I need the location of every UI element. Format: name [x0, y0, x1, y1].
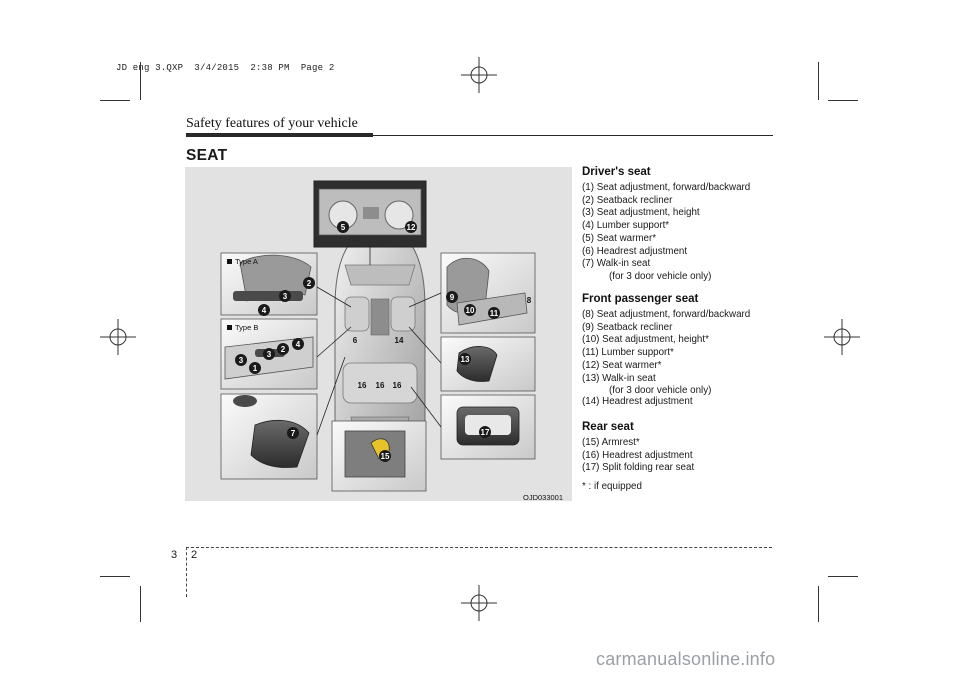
- rear-seat-section: Rear seat (15) Armrest* (16) Headrest ad…: [582, 421, 782, 475]
- svg-text:16: 16: [376, 381, 385, 390]
- list-item: (7) Walk-in seat: [582, 258, 651, 270]
- footnote: * : if equipped: [582, 481, 642, 492]
- list-item: (6) Headrest adjustment: [582, 245, 688, 257]
- callout-1: 1: [253, 364, 258, 373]
- leader-lines: [316, 247, 442, 436]
- crop-mark: [818, 586, 819, 622]
- crop-mark: [100, 100, 130, 101]
- figure-code: OJD033001: [523, 493, 564, 502]
- callout-16: 16: [358, 381, 367, 390]
- drivers-seat-section: Driver's seat (1) Seat adjustment, forwa…: [582, 166, 782, 282]
- drivers-seat-title: Driver's seat: [582, 166, 651, 178]
- callout-2: 2: [307, 279, 312, 288]
- footer-rule: [186, 547, 772, 548]
- callout-11: 11: [490, 309, 499, 318]
- footer-rule: [186, 547, 187, 597]
- registration-mark-icon: [100, 319, 136, 355]
- front-passenger-seat-title: Front passenger seat: [582, 293, 699, 305]
- callout-5: 5: [341, 223, 346, 232]
- list-item: (4) Lumber support*: [582, 220, 670, 232]
- type-a-label: Type A: [235, 257, 258, 266]
- car-top-view: [334, 226, 426, 484]
- callout-17: 17: [481, 428, 490, 437]
- list-item: (2) Seatback recliner: [582, 194, 673, 206]
- crop-mark: [140, 586, 141, 622]
- list-item: (11) Lumber support*: [582, 347, 674, 359]
- front-passenger-seat-section: Front passenger seat (8) Seat adjustment…: [582, 293, 782, 409]
- list-item: (15) Armrest*: [582, 437, 640, 448]
- callout-12: 12: [407, 223, 416, 232]
- print-slug: JD eng 3.QXP 3/4/2015 2:38 PM Page 2: [116, 63, 335, 73]
- watermark[interactable]: carmanualsonline.info: [596, 649, 776, 669]
- crop-mark: [818, 62, 819, 100]
- callout-badges: 2 3 4 4 2 3 3 1 7 5 12 6 14 16 16 16 9 1…: [235, 221, 532, 462]
- list-item: (1) Seat adjustment, forward/backward: [582, 182, 751, 193]
- list-item: (10) Seat adjustment, height*: [582, 334, 709, 346]
- list-item-note: (for 3 door vehicle only): [609, 385, 712, 397]
- callout-14: 14: [395, 336, 404, 345]
- page-section-number: 3: [171, 549, 178, 561]
- callout-7: 7: [291, 429, 296, 438]
- list-item: (14) Headrest adjustment: [582, 396, 693, 408]
- page-number: 2: [191, 549, 198, 561]
- registration-mark-icon: [461, 57, 497, 93]
- callout-4: 4: [262, 306, 267, 315]
- list-item: (17) Split folding rear seat: [582, 462, 695, 474]
- list-item: (5) Seat warmer*: [582, 232, 657, 244]
- walk-in-lever-panel: [220, 393, 318, 480]
- callout-10: 10: [466, 306, 475, 315]
- svg-text:16: 16: [393, 381, 402, 390]
- svg-text:3: 3: [267, 350, 272, 359]
- crop-mark: [100, 576, 130, 577]
- registration-mark-icon: [461, 585, 497, 621]
- dashboard-inset: [313, 180, 427, 248]
- svg-text:2: 2: [281, 345, 286, 354]
- svg-text:3: 3: [239, 356, 244, 365]
- callout-3: 3: [283, 292, 288, 301]
- type-b-label: Type B: [235, 323, 258, 332]
- passenger-walk-in-panel: [440, 336, 536, 392]
- crop-mark: [828, 100, 858, 101]
- svg-text:4: 4: [296, 340, 301, 349]
- list-item: (8) Seat adjustment, forward/backward: [582, 309, 751, 320]
- callout-6: 6: [353, 336, 358, 345]
- callout-13: 13: [461, 355, 470, 364]
- seat-controls-illustration: 2 3 4 4 2 3 3 1 7 5 12 6 14 16 16 16 9 1…: [185, 167, 572, 501]
- callout-9: 9: [450, 293, 455, 302]
- list-item: (3) Seat adjustment, height: [582, 207, 700, 219]
- header-rule: [373, 135, 773, 137]
- list-item: (12) Seat warmer*: [582, 359, 662, 371]
- rear-seat-title: Rear seat: [582, 421, 634, 433]
- list-item: (16) Headrest adjustment: [582, 449, 693, 461]
- list-item-note: (for 3 door vehicle only): [609, 270, 712, 282]
- header-rule: [186, 133, 373, 137]
- crop-mark: [140, 62, 141, 100]
- callout-15: 15: [381, 452, 390, 461]
- registration-mark-icon: [824, 319, 860, 355]
- list-item: (9) Seatback recliner: [582, 321, 673, 333]
- running-header-title: Safety features of your vehicle: [186, 116, 358, 131]
- callout-8: 8: [527, 296, 532, 305]
- list-item: (13) Walk-in seat: [582, 372, 656, 384]
- type-a-seat-panel: [220, 252, 318, 316]
- armrest-panel: [331, 420, 427, 492]
- crop-mark: [828, 576, 858, 577]
- section-heading: SEAT: [186, 147, 228, 164]
